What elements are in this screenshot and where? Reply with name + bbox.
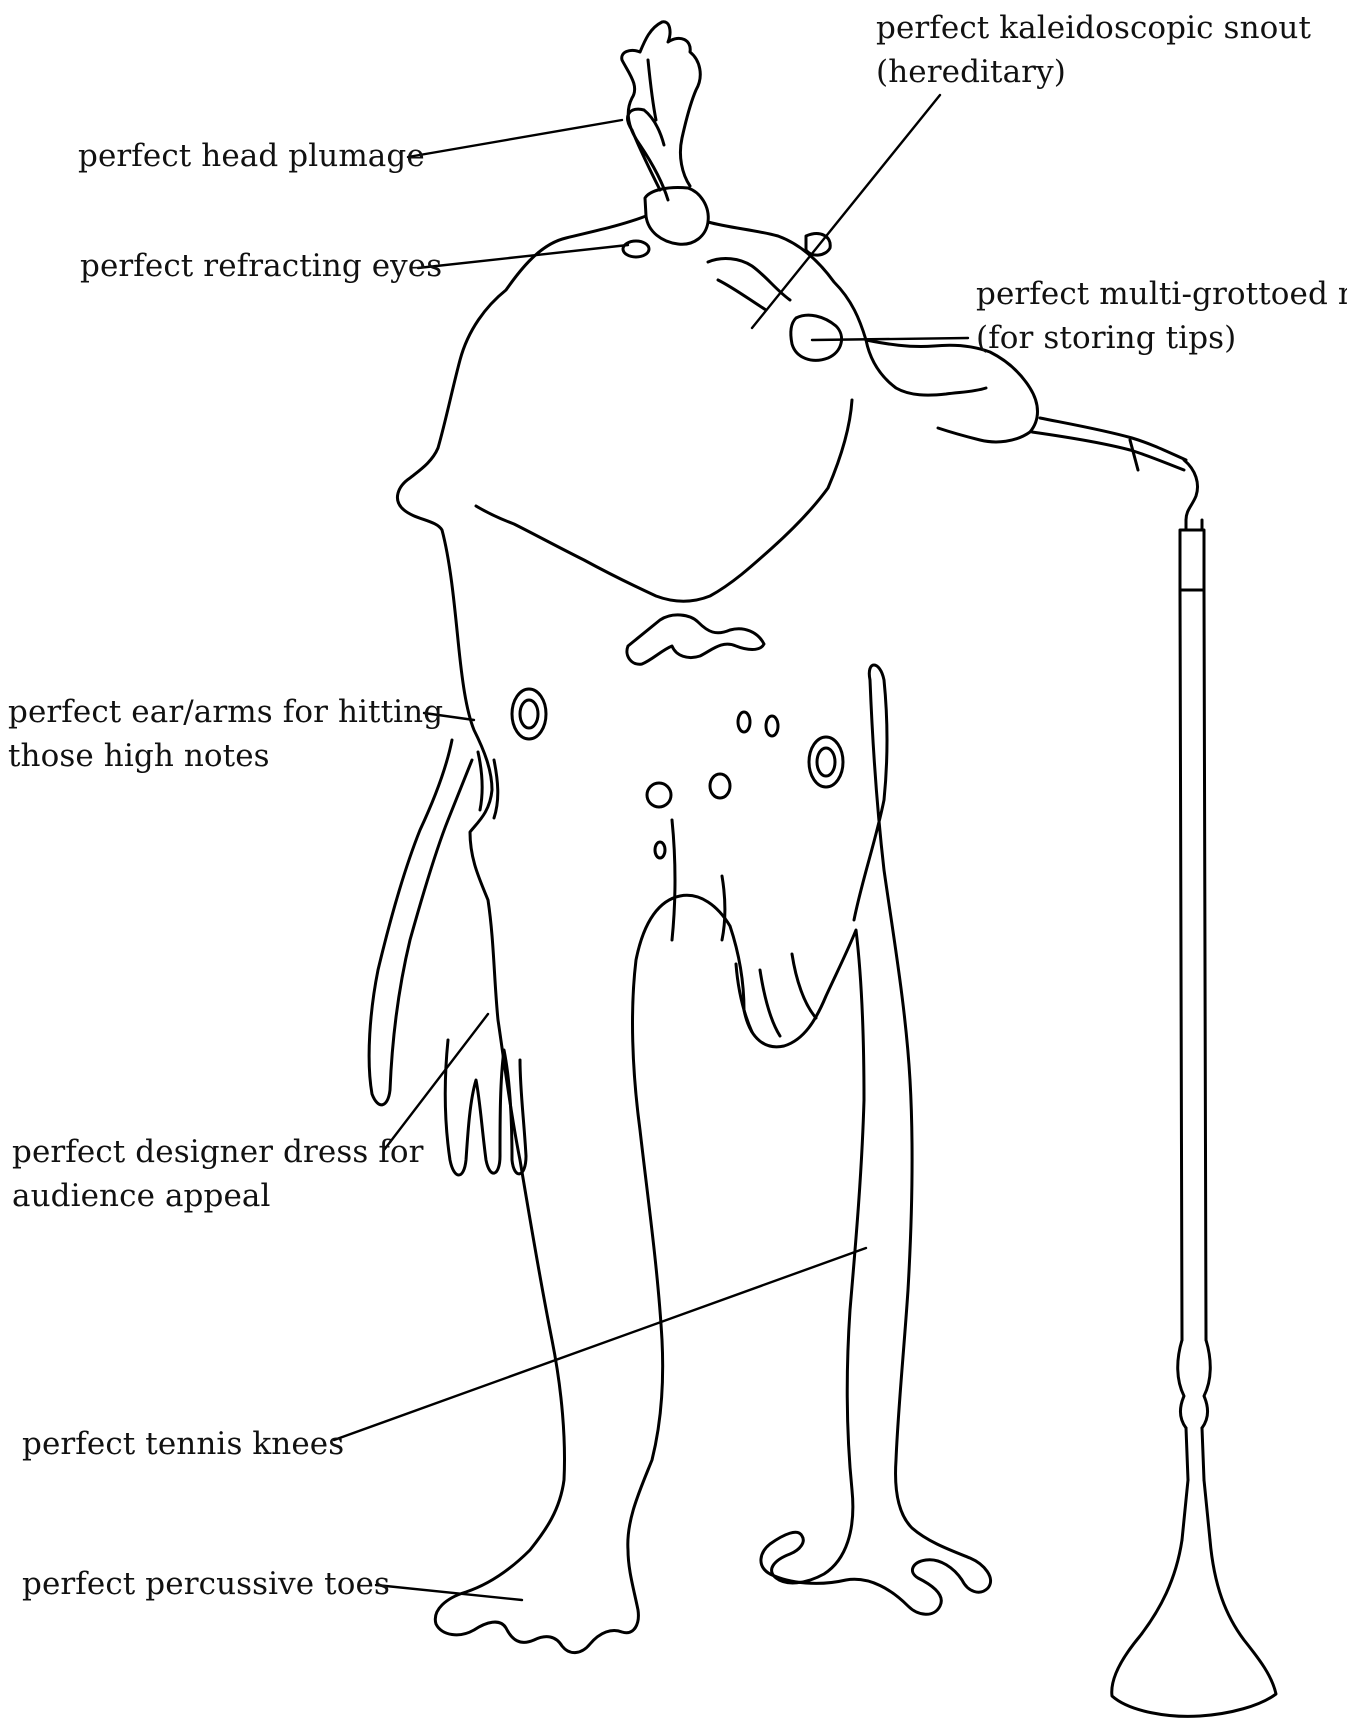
label-dress-line1: perfect designer dress for — [12, 1130, 424, 1174]
eye — [623, 241, 649, 257]
mouth — [791, 315, 842, 360]
label-ear-arms: perfect ear/arms for hitting those high … — [8, 690, 443, 778]
label-head-plumage: perfect head plumage — [78, 134, 425, 178]
dress-dot-5 — [766, 716, 778, 736]
label-snout: perfect kaleidoscopic snout (hereditary) — [876, 6, 1311, 94]
head-plumage — [622, 22, 701, 200]
dress-fringe-left — [445, 1040, 526, 1175]
label-toes-text: perfect percussive toes — [22, 1562, 390, 1606]
dress-dot-4 — [738, 712, 750, 732]
leader-eyes — [418, 245, 628, 268]
dress-ring-left — [512, 689, 546, 739]
label-mouth-line1: perfect multi-grottoed m — [976, 272, 1347, 316]
dress-ring-right — [809, 737, 843, 787]
snout — [708, 234, 830, 310]
label-knees-text: perfect tennis knees — [22, 1422, 344, 1466]
label-dress: perfect designer dress for audience appe… — [12, 1130, 424, 1218]
ear-arm-left — [369, 740, 472, 1105]
dress-dot-1 — [647, 783, 671, 807]
label-mouth-line2: (for storing tips) — [976, 316, 1347, 360]
dress-dot-2 — [710, 774, 730, 798]
torso-chest — [476, 222, 986, 601]
leader-knees — [334, 1248, 866, 1440]
label-ear-arms-line2: those high notes — [8, 734, 443, 778]
label-knees: perfect tennis knees — [22, 1422, 344, 1466]
label-eyes-text: perfect refracting eyes — [80, 244, 442, 288]
label-ear-arms-line1: perfect ear/arms for hitting — [8, 690, 443, 734]
chest-pendant — [627, 615, 764, 664]
microphone-stand — [1032, 418, 1276, 1716]
leader-head-plumage — [408, 120, 622, 157]
label-head-plumage-text: perfect head plumage — [78, 134, 425, 178]
label-eyes: perfect refracting eyes — [80, 244, 442, 288]
label-dress-line2: audience appeal — [12, 1174, 424, 1218]
leader-snout — [752, 95, 940, 328]
label-toes: perfect percussive toes — [22, 1562, 390, 1606]
body-outline — [397, 216, 990, 1653]
dress-dot-3 — [655, 842, 665, 858]
dress-ring-right-inner — [817, 748, 835, 776]
leader-mouth — [812, 338, 968, 340]
head-outline — [645, 187, 708, 244]
label-snout-line1: perfect kaleidoscopic snout — [876, 6, 1311, 50]
label-mouth: perfect multi-grottoed m (for storing ti… — [976, 272, 1347, 360]
dress-ring-left-inner — [520, 700, 538, 728]
label-snout-line2: (hereditary) — [876, 50, 1311, 94]
